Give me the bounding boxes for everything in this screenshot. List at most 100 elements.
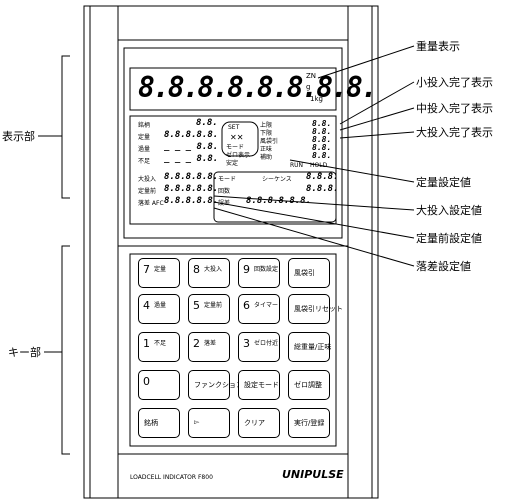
panel-mid-row: ゼロ表示: [226, 152, 251, 159]
key-5-prefixed[interactable]: 5 定量前: [188, 294, 230, 324]
panel-right-value: 8.8.: [312, 127, 332, 136]
key-9-count[interactable]: 9 回数設定: [238, 258, 280, 288]
key-number: 2: [193, 337, 200, 350]
key-label: 銘柄: [144, 419, 158, 427]
panel-left-label: 不足: [138, 158, 151, 165]
unit-mid: g: [306, 83, 311, 91]
panel-lower-label: 落差 AFC: [138, 200, 164, 207]
key-3-zero-near[interactable]: 3 ゼロ付近: [238, 332, 280, 362]
set-box: SET: [228, 124, 240, 131]
panel-lower-mid-row: 誤差: [218, 200, 231, 207]
panel-lower-right-value: 8.8.8.: [306, 184, 339, 194]
panel-mid-row: モード: [226, 144, 245, 151]
key-label: 回数設定: [254, 266, 279, 273]
key-label: ゼロ付近: [254, 340, 279, 347]
weight-display: 8.8.8.8.8.8.8.8.: [138, 71, 378, 104]
key-label: ゼロ調整: [294, 381, 322, 389]
key-execute[interactable]: 実行/登録: [288, 408, 330, 438]
panel-lower-label: 定量前: [138, 188, 157, 195]
callout-large-done: 大投入完了表示: [416, 126, 493, 139]
panel-right-label: 風袋引: [260, 138, 279, 145]
panel-lower-mid-row: 回数: [218, 188, 231, 195]
set-box-mark: ✕✕: [230, 133, 244, 142]
key-label: タイマー: [254, 302, 279, 309]
sequence-value: 8.8.8.: [306, 172, 339, 182]
key-label: ▻: [194, 418, 200, 426]
key-4-over[interactable]: 4 過量: [138, 294, 180, 324]
panel-lower-value: 8.8.8.8.8.: [164, 184, 219, 194]
key-number: 1: [143, 337, 150, 350]
run-indicator: RUN: [290, 162, 304, 169]
key-2-fall[interactable]: 2 落差: [188, 332, 230, 362]
key-label: 定量: [154, 266, 167, 273]
callout-prefixed-set: 定量前設定値: [416, 232, 482, 245]
key-label: 総重量/正味: [294, 343, 332, 351]
panel-left-value: _ _ _ 8.8.: [164, 142, 219, 152]
unit-bottom: 1kg: [310, 95, 323, 103]
key-1-under[interactable]: 1 不足: [138, 332, 180, 362]
key-number: 0: [143, 375, 150, 388]
panel-lower-value: 8.8.8.8.8.: [164, 196, 219, 206]
key-brand[interactable]: 銘柄: [138, 408, 180, 438]
display-section-label: 表示部: [2, 130, 35, 143]
brand-logo: UNIPULSE: [282, 468, 344, 481]
panel-right-value: 8.8.: [312, 151, 332, 160]
sequence-label: シーケンス: [262, 176, 292, 183]
key-clear[interactable]: クリア: [238, 408, 280, 438]
callout-small-done: 小投入完了表示: [416, 76, 493, 89]
key-number: 9: [243, 263, 250, 276]
panel-left-label: 定量: [138, 134, 151, 141]
key-label: 定量前: [204, 302, 223, 309]
key-tare-reset[interactable]: 風袋引リセット: [288, 294, 343, 324]
key-label: 大投入: [204, 266, 223, 273]
panel-lower-mid-row: モード: [218, 176, 237, 183]
key-gross-net[interactable]: 総重量/正味: [288, 332, 332, 362]
panel-right-value: 8.8.: [312, 119, 332, 128]
keys-section-label: キー部: [8, 346, 41, 359]
callout-fixed-set: 定量設定値: [416, 176, 471, 189]
key-function[interactable]: ファンクション: [188, 370, 243, 400]
callout-medium-done: 中投入完了表示: [416, 102, 493, 115]
panel-right-label: 上限: [260, 122, 273, 129]
panel-right-label: 補助: [260, 154, 273, 161]
panel-right-label: 下限: [260, 130, 273, 137]
key-label: 落差: [204, 340, 217, 347]
hold-indicator: HOLD: [310, 162, 328, 169]
key-tare[interactable]: 風袋引: [288, 258, 330, 288]
panel-lower-right-value: 8.8.8.8.8.8.: [246, 196, 312, 206]
key-number: 5: [193, 299, 200, 312]
panel-lower-label: 大投入: [138, 176, 157, 183]
callout-fall-set: 落差設定値: [416, 260, 471, 273]
key-number: 8: [193, 263, 200, 276]
key-label: 不足: [154, 340, 167, 347]
key-7-fixed[interactable]: 7 定量: [138, 258, 180, 288]
key-8-large[interactable]: 8 大投入: [188, 258, 230, 288]
key-label: 風袋引: [294, 269, 315, 277]
panel-lower-value: 8.8.8.8.8.: [164, 172, 219, 182]
panel-right-value: 8.8.: [312, 143, 332, 152]
unit-top: ZN: [306, 72, 317, 80]
callout-weight: 重量表示: [416, 40, 460, 53]
panel-left-value: 8.8.: [196, 118, 218, 128]
key-shift[interactable]: ▻: [188, 408, 230, 438]
key-label: 実行/登録: [294, 419, 325, 427]
key-number: 4: [143, 299, 150, 312]
key-number: 3: [243, 337, 250, 350]
panel-right-label: 正味: [260, 146, 273, 153]
key-zero-adjust[interactable]: ゼロ調整: [288, 370, 330, 400]
key-6-timer[interactable]: 6 タイマー: [238, 294, 280, 324]
key-label: 過量: [154, 302, 167, 309]
callout-large-set: 大投入設定値: [416, 204, 482, 217]
panel-left-value: _ _ _ 8.8.: [164, 154, 219, 164]
key-setting-mode[interactable]: 設定モード: [238, 370, 280, 400]
key-number: 7: [143, 263, 150, 276]
panel-left-label: 過量: [138, 146, 151, 153]
key-label: 風袋引リセット: [294, 305, 343, 313]
panel-right-value: 8.8.: [312, 135, 332, 144]
panel-left-label: 銘柄: [138, 122, 151, 129]
key-number: 6: [243, 299, 250, 312]
key-label: クリア: [244, 419, 265, 427]
key-0[interactable]: 0: [138, 370, 180, 400]
key-label: 設定モード: [244, 381, 279, 389]
